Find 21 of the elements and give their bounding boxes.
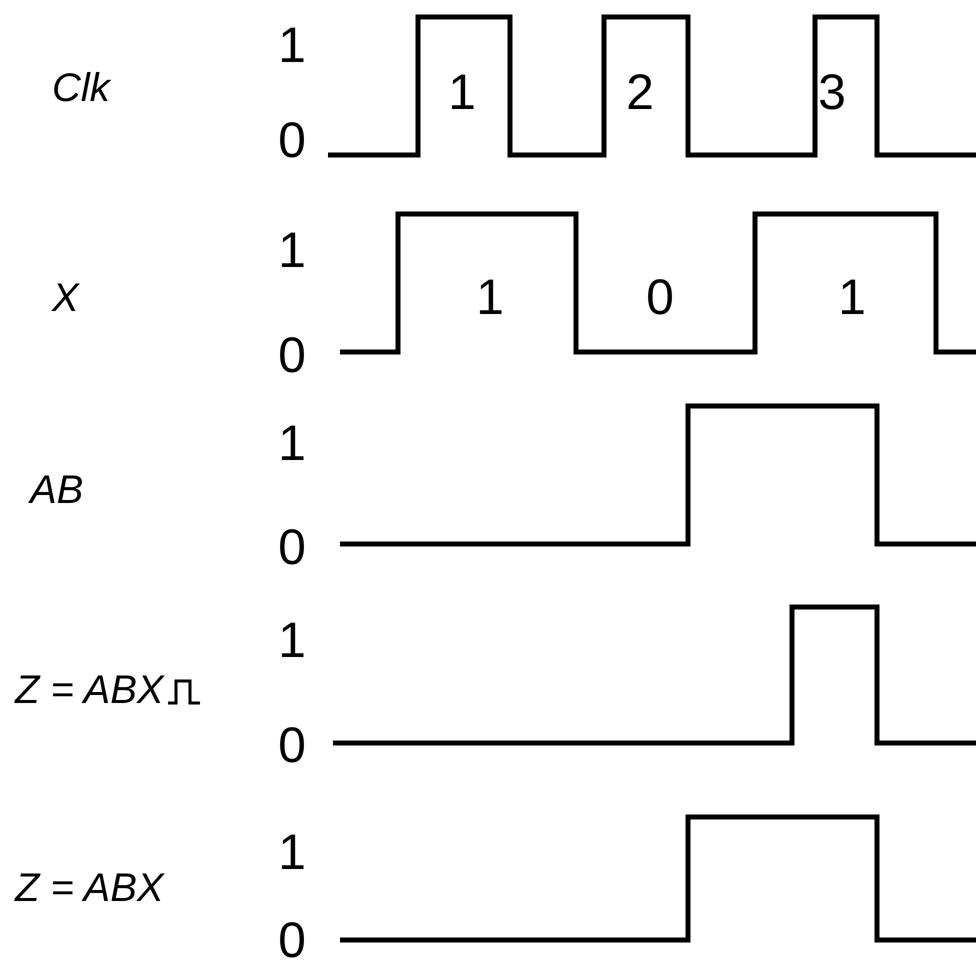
- logic-level: 0: [278, 522, 306, 572]
- logic-level: 0: [278, 115, 306, 165]
- logic-level: 0: [278, 330, 306, 380]
- signal-name: X: [52, 278, 79, 318]
- signal-name: Z = ABX: [15, 670, 164, 710]
- logic-level: 1: [278, 225, 306, 275]
- logic-level: 1: [278, 615, 306, 665]
- signal-name: Clk: [52, 68, 110, 108]
- logic-level: 1: [278, 20, 306, 70]
- pulse-number: 3: [818, 67, 846, 117]
- pulse-number: 1: [476, 272, 504, 322]
- pulse-number: 0: [646, 272, 674, 322]
- pulse-number: 2: [626, 67, 654, 117]
- logic-level: 1: [278, 827, 306, 877]
- pulse-number: 1: [838, 272, 866, 322]
- logic-level: 0: [278, 720, 306, 770]
- pulse-number: 1: [448, 67, 476, 117]
- logic-level: 1: [278, 418, 306, 468]
- signal-name: AB: [30, 470, 84, 510]
- logic-level: 0: [278, 915, 306, 961]
- signal-name: Z = ABX: [15, 868, 164, 908]
